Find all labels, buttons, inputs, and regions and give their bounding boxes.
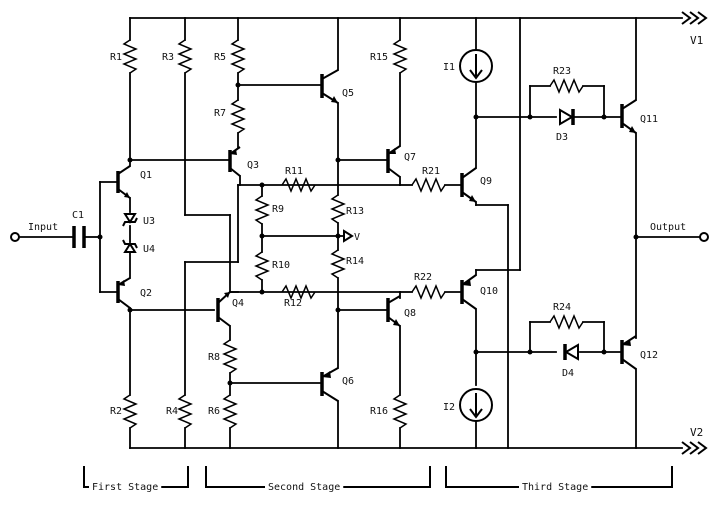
q10-label: Q10 xyxy=(480,286,498,297)
second-stage-label: Second Stage xyxy=(268,482,340,493)
resistor-r3 xyxy=(177,39,193,74)
transistor-q5 xyxy=(320,69,339,104)
capacitor-c1 xyxy=(72,226,101,248)
resistor-r2 xyxy=(122,394,138,429)
q1-label: Q1 xyxy=(140,170,152,181)
q3-label: Q3 xyxy=(247,160,259,171)
output-label: Output xyxy=(650,222,686,233)
r12-label: R12 xyxy=(284,298,302,309)
transistor-q8 xyxy=(386,295,401,327)
resistor-r21 xyxy=(411,177,446,193)
transistor-q10 xyxy=(460,274,477,310)
u4-label: U4 xyxy=(143,244,155,255)
r11-label: R11 xyxy=(285,166,303,177)
r6-label: R6 xyxy=(208,406,220,417)
r22-label: R22 xyxy=(414,272,432,283)
negative-rail xyxy=(129,441,708,455)
d4-label: D4 xyxy=(562,368,574,379)
transistor-q6 xyxy=(320,367,339,402)
d3-label: D3 xyxy=(556,132,568,143)
r16-label: R16 xyxy=(370,406,388,417)
diode-d3 xyxy=(559,108,575,126)
q7-label: Q7 xyxy=(404,152,416,163)
resistor-r9 xyxy=(254,195,270,225)
r13-label: R13 xyxy=(346,206,364,217)
q8-label: Q8 xyxy=(404,308,416,319)
resistor-r16 xyxy=(392,394,408,429)
r21-label: R21 xyxy=(422,166,440,177)
current-source-i1 xyxy=(459,49,493,83)
r24-label: R24 xyxy=(553,302,571,313)
q5-label: Q5 xyxy=(342,88,354,99)
transistor-q9 xyxy=(460,167,477,203)
r15-label: R15 xyxy=(370,52,388,63)
q2-label: Q2 xyxy=(140,288,152,299)
q12-label: Q12 xyxy=(640,350,658,361)
r8-label: R8 xyxy=(208,352,220,363)
resistor-r24 xyxy=(549,314,584,330)
u3-label: U3 xyxy=(143,216,155,227)
r7-label: R7 xyxy=(214,108,226,119)
transistor-q12 xyxy=(620,335,637,370)
resistor-r8 xyxy=(222,339,238,374)
r10-label: R10 xyxy=(272,260,290,271)
transistor-q2 xyxy=(116,277,131,309)
resistor-r12 xyxy=(281,284,316,300)
r5-label: R5 xyxy=(214,52,226,63)
r1-label: R1 xyxy=(110,52,122,63)
output-terminal xyxy=(699,232,709,242)
resistor-r13 xyxy=(330,194,346,224)
resistor-r4 xyxy=(177,394,193,429)
q9-label: Q9 xyxy=(480,176,492,187)
negative-rail-label: V2 xyxy=(690,426,703,439)
zener-u3 xyxy=(122,213,138,227)
resistor-r23 xyxy=(549,78,584,94)
r2-label: R2 xyxy=(110,406,122,417)
v-probe-label: V xyxy=(354,232,360,243)
transistor-q11 xyxy=(620,99,637,134)
i2-label: I2 xyxy=(443,402,455,413)
transistor-q7 xyxy=(386,145,401,178)
resistor-r7 xyxy=(230,99,246,134)
r4-label: R4 xyxy=(166,406,178,417)
c1-label: C1 xyxy=(72,210,84,221)
resistor-r6 xyxy=(222,394,238,429)
resistor-r5 xyxy=(230,39,246,74)
current-source-i2 xyxy=(459,388,493,422)
r14-label: R14 xyxy=(346,256,364,267)
resistor-r1 xyxy=(122,39,138,74)
input-label: Input xyxy=(28,222,58,233)
i1-label: I1 xyxy=(443,62,455,73)
q6-label: Q6 xyxy=(342,376,354,387)
resistor-r11 xyxy=(281,177,316,193)
r9-label: R9 xyxy=(272,204,284,215)
resistor-r10 xyxy=(254,251,270,281)
first-stage-label: First Stage xyxy=(92,482,158,493)
third-stage-label: Third Stage xyxy=(522,482,588,493)
transistor-q1 xyxy=(116,165,131,199)
positive-rail-label: V1 xyxy=(690,34,703,47)
r23-label: R23 xyxy=(553,66,571,77)
q11-label: Q11 xyxy=(640,114,658,125)
resistor-r22 xyxy=(411,284,446,300)
v-probe xyxy=(343,229,354,243)
diode-d4 xyxy=(563,343,579,361)
r3-label: R3 xyxy=(162,52,174,63)
input-terminal xyxy=(10,232,73,242)
resistor-r14 xyxy=(330,249,346,279)
q4-label: Q4 xyxy=(232,298,244,309)
transistor-q3 xyxy=(228,146,241,177)
transistor-q4 xyxy=(216,291,231,327)
positive-rail xyxy=(129,11,708,25)
resistor-r15 xyxy=(392,39,408,74)
